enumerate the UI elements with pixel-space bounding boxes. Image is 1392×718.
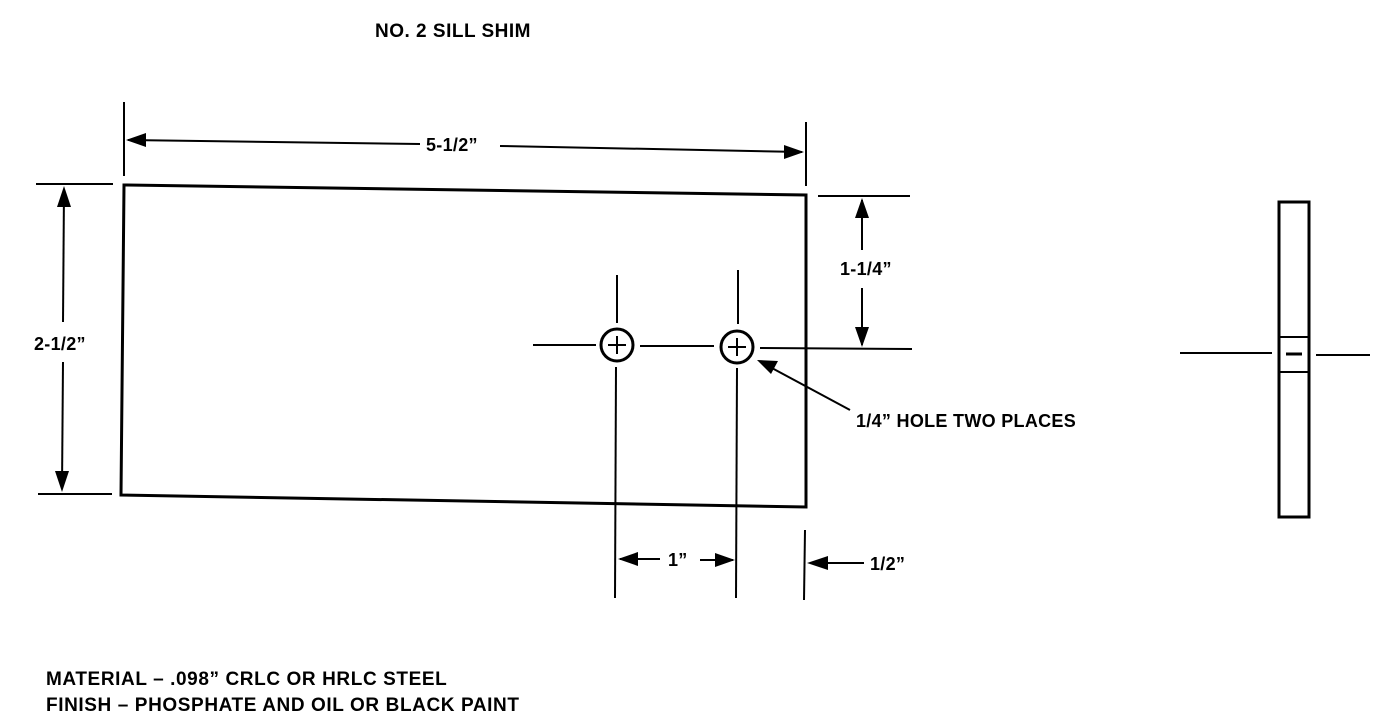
shim-side-view [1180,200,1370,519]
hole-spacing-arrow-left [618,552,638,566]
hole-callout-label: 1/4” HOLE TWO PLACES [856,411,1076,431]
hole-centerline-horizontal-right [759,347,913,350]
width-dimension-label: 2-1/2” [34,334,86,354]
hole2-centerline-vertical-bottom [735,367,738,599]
width-dim-line-lower [61,361,64,489]
hole-spacing-dimension-label: 1” [668,550,688,570]
hole-callout-leader [769,366,851,411]
material-note: MATERIAL – .098” CRLC OR HRLC STEEL [46,669,448,690]
edge-offset-arrow [807,556,828,570]
finish-note: FINISH – PHOSPHATE AND OIL OR BLACK PAIN… [46,695,520,716]
shim-plate-outline [119,183,808,509]
hole-callout-arrow [757,360,778,374]
hole-height-arrow-top [855,198,869,218]
width-arrow-top [57,186,71,207]
length-dim-line-left [127,139,421,145]
width-arrow-bottom [55,471,69,492]
drawing-title: NO. 2 SILL SHIM [375,21,531,42]
length-dimension-label: 5-1/2” [426,135,478,155]
hole-height-arrow-bottom [855,327,869,347]
width-dim-line-upper [62,189,65,323]
hole-spacing-arrow-right [715,553,735,567]
length-dim-line-right [499,145,803,153]
edge-offset-dimension-label: 1/2” [870,554,905,574]
hole-1 [599,327,635,363]
hole-height-dimension-label: 1-1/4” [840,259,892,279]
edge-extension-line [803,529,806,601]
hole1-centerline-vertical-bottom [614,366,617,599]
length-arrow-right [784,145,804,159]
hole-2 [719,329,755,365]
length-arrow-left [126,133,146,147]
